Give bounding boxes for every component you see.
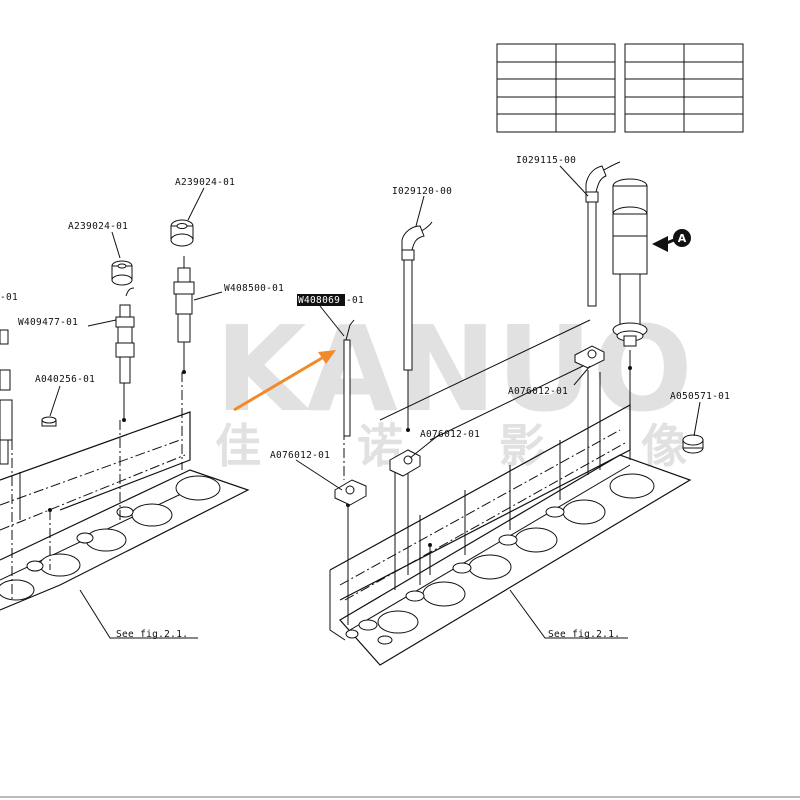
orange-arrow	[233, 350, 336, 412]
pipe-i029120	[401, 221, 433, 371]
label-a239024-top: A239024-01	[175, 177, 235, 188]
watermark-chinese: 佳 诺 影 像	[215, 419, 727, 473]
cap-a040256	[41, 416, 57, 427]
clip-a076012-right	[574, 345, 605, 369]
label-w408069-suffix: -01	[346, 295, 364, 306]
label-a076012-left: A076012-01	[270, 450, 330, 461]
label-w408500: W408500-01	[224, 283, 284, 294]
probe-w408069	[343, 319, 355, 437]
label-w409477: W409477-01	[18, 317, 78, 328]
right-assembly: A I029120-00 I029115-00 W408069 -01 A076…	[270, 155, 730, 666]
sensor-w409477	[115, 287, 135, 384]
label-left-cut: -01	[0, 292, 18, 303]
label-a050571: A050571-01	[670, 391, 730, 402]
callout-a: A	[652, 229, 691, 252]
blank-table-left	[496, 43, 616, 133]
label-i029115: I029115-00	[516, 155, 576, 166]
cap-a050571	[682, 434, 704, 454]
label-a040256: A040256-01	[35, 374, 95, 385]
label-see-fig-left: See fig.2.1.	[116, 629, 188, 640]
callout-a-label: A	[678, 232, 687, 245]
sensor-w408500	[173, 256, 195, 343]
label-i029120: I029120-00	[392, 186, 452, 197]
label-w408069: W408069	[298, 295, 340, 306]
label-see-fig-right: See fig.2.1.	[548, 629, 620, 640]
label-a076012-right: A076012-01	[508, 386, 568, 397]
fitting-a239024-left	[111, 260, 133, 286]
fitting-a239024-top	[170, 219, 194, 247]
sensor-left-edge	[0, 329, 13, 465]
label-a076012-mid: A076012-01	[420, 429, 480, 440]
clip-a076012-left	[334, 479, 367, 506]
label-a239024-left: A239024-01	[68, 221, 128, 232]
label-w408069-highlight	[297, 294, 345, 306]
canister	[612, 178, 648, 347]
blank-table-right	[624, 43, 744, 133]
watermark: KANUO 佳 诺 影 像	[215, 300, 727, 473]
left-assembly: -01 A239024-01 A239024-01 W408500-01 W40…	[0, 177, 284, 640]
pipe-i029115	[585, 161, 621, 307]
